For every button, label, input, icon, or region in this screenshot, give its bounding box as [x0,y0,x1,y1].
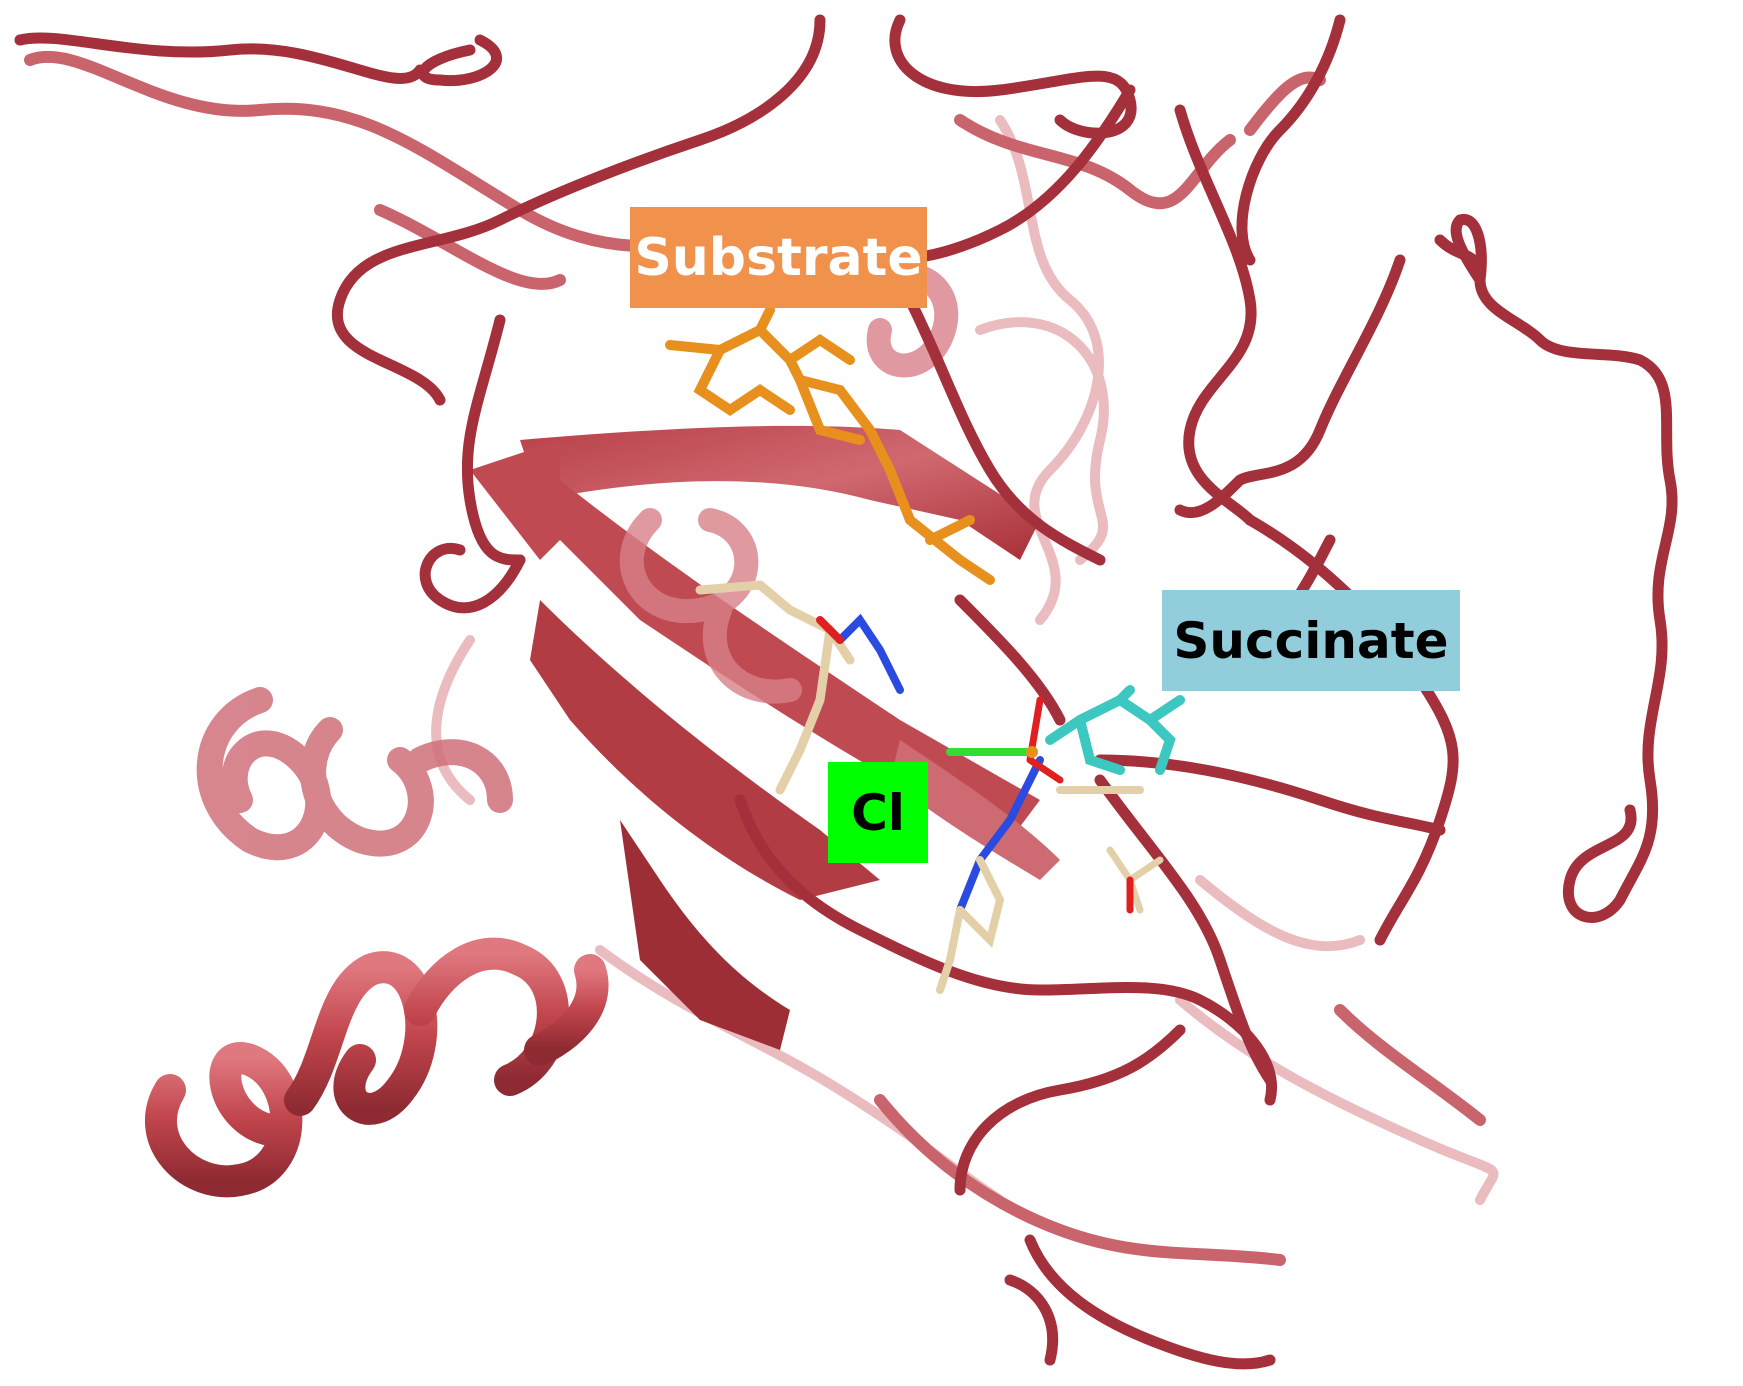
chloride-label: Cl [828,762,928,863]
beta-sheet [470,425,1060,1050]
chloride-ion [946,746,1038,758]
substrate-label: Substrate [630,207,927,308]
beta-strand-2 [470,440,1040,840]
beta-strand-5 [890,740,1060,880]
substrate-molecule [665,305,995,585]
beta-strand-3 [530,600,880,900]
succinate-molecule [1045,685,1185,775]
succinate-label: Succinate [1162,590,1460,691]
helix-left [196,687,513,861]
beta-strand-4 [620,820,790,1050]
helix-bottom-left [145,937,609,1198]
active-site-residues [695,580,1164,994]
beta-strand-1 [520,425,1040,560]
background-coils [431,115,1499,1205]
helices [145,262,959,1198]
